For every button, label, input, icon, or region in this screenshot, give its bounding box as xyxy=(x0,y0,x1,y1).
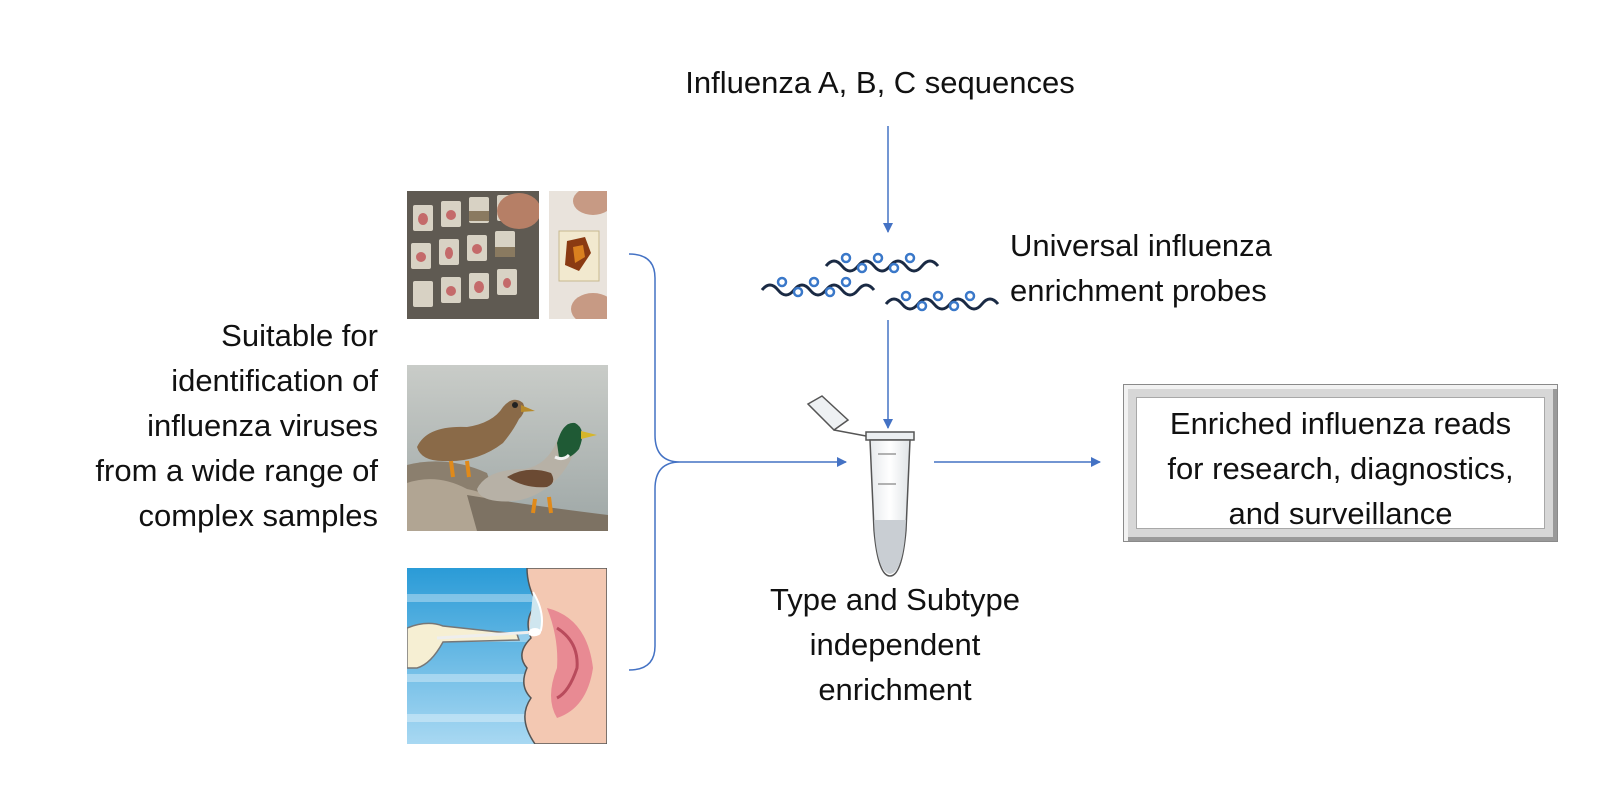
result-box: Enriched influenza reads for research, d… xyxy=(1123,384,1558,542)
probe-strands-icon xyxy=(760,252,1000,312)
nasal-swab-illustration xyxy=(407,568,607,744)
probes-label: Universal influenza enrichment probes xyxy=(1010,223,1330,313)
sample-description-line: influenza viruses xyxy=(147,408,378,443)
sample-bracket xyxy=(628,253,681,671)
enrichment-label: Type and Subtype independent enrichment xyxy=(730,577,1060,712)
influenza-sequences-label: Influenza A, B, C sequences xyxy=(685,65,1075,100)
sample-description: Suitable for identification of influenza… xyxy=(20,313,378,538)
tissue-slides-photo xyxy=(407,191,607,319)
microcentrifuge-tube-icon xyxy=(806,395,915,577)
probes-label-line: enrichment probes xyxy=(1010,273,1267,308)
enrichment-label-line: Type and Subtype xyxy=(770,582,1020,617)
enrichment-label-line: independent xyxy=(809,627,981,662)
sample-description-line: Suitable for xyxy=(221,318,378,353)
sample-description-line: from a wide range of xyxy=(95,453,378,488)
result-box-inner: Enriched influenza reads for research, d… xyxy=(1136,397,1545,531)
probes-label-line: Universal influenza xyxy=(1010,228,1272,263)
result-text-line: for research, diagnostics, xyxy=(1167,451,1514,486)
result-text: Enriched influenza reads for research, d… xyxy=(1137,401,1544,536)
sample-description-line: identification of xyxy=(171,363,378,398)
result-text-line: and surveillance xyxy=(1228,496,1453,531)
result-text-line: Enriched influenza reads xyxy=(1169,406,1512,441)
sample-description-line: complex samples xyxy=(138,498,378,533)
enrichment-label-line: enrichment xyxy=(818,672,972,707)
mallard-ducks-photo xyxy=(407,365,608,531)
